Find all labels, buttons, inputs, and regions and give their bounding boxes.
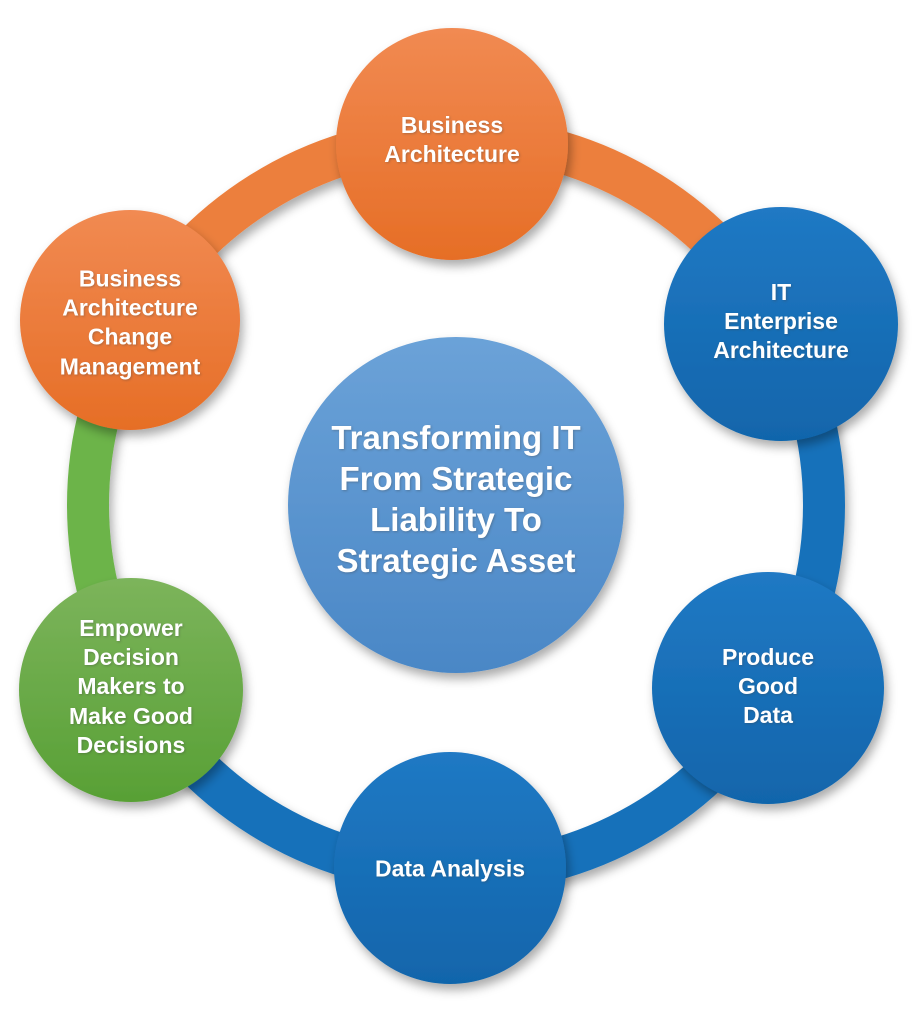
node-circle-it-enterprise-architecture xyxy=(664,207,898,441)
node-circle-produce-good-data xyxy=(652,572,884,804)
node-circle-empower-decision-makers xyxy=(19,578,243,802)
node-circle-data-analysis xyxy=(334,752,566,984)
center-circle xyxy=(288,337,624,673)
node-circle-business-architecture xyxy=(336,28,568,260)
node-circle-business-architecture-change-management xyxy=(20,210,240,430)
